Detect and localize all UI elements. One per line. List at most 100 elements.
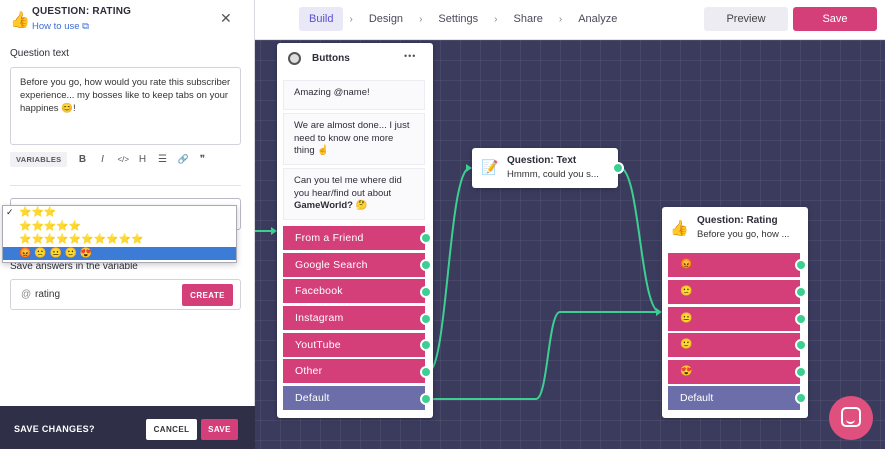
- dropdown-option-10-stars[interactable]: ⭐⭐⭐⭐⭐⭐⭐⭐⭐⭐: [3, 233, 236, 247]
- dropdown-option-5-stars[interactable]: ⭐⭐⭐⭐⭐: [3, 220, 236, 234]
- tab-share[interactable]: Share: [513, 13, 543, 25]
- arrow-rating: [656, 308, 662, 316]
- preview-button[interactable]: Preview: [704, 7, 788, 31]
- port-rating-happy[interactable]: [795, 339, 807, 351]
- rating-option-angry[interactable]: 😡: [668, 253, 800, 277]
- dropdown-option-emoji[interactable]: 😡 🙁 😐 🙂 😍: [3, 246, 236, 260]
- message-1: Amazing @name!: [283, 80, 425, 110]
- option-default[interactable]: Default: [283, 386, 425, 410]
- option-youtube[interactable]: YoutTube: [283, 333, 425, 357]
- connector-text-to-rating: [619, 167, 661, 313]
- tab-analyze[interactable]: Analyze: [578, 13, 618, 25]
- port-other[interactable]: [420, 366, 432, 378]
- nav-separator: ›: [494, 13, 498, 25]
- save-changes-label: SAVE CHANGES?: [14, 424, 95, 434]
- quote-icon[interactable]: ❞: [199, 153, 206, 165]
- option-label: ⭐⭐⭐⭐⭐⭐⭐⭐⭐⭐: [19, 234, 144, 245]
- nav-separator: ›: [419, 13, 423, 25]
- save-button[interactable]: SAVE: [201, 419, 238, 440]
- divider: [10, 185, 241, 186]
- cancel-button[interactable]: CANCEL: [146, 419, 197, 440]
- thumbs-up-icon: 👍: [10, 12, 30, 29]
- message-3-bold: GameWorld?: [294, 200, 353, 211]
- option-instagram[interactable]: Instagram: [283, 306, 425, 330]
- option-label: 😡 🙁 😐 🙂 😍: [19, 247, 93, 259]
- nav-separator: ›: [558, 13, 563, 25]
- buttons-node-title: Buttons: [312, 53, 350, 64]
- option-other[interactable]: Other: [283, 359, 425, 383]
- buttons-node[interactable]: Buttons ••• Amazing @name! We are almost…: [277, 43, 433, 418]
- port-rating-angry[interactable]: [795, 259, 807, 271]
- tab-design[interactable]: Design: [368, 13, 404, 25]
- how-to-use-text: How to use: [32, 21, 80, 32]
- create-variable-button[interactable]: CREATE: [182, 284, 233, 306]
- how-to-use-link[interactable]: How to use ⧉: [32, 21, 89, 32]
- link-icon[interactable]: 🔗: [177, 153, 189, 164]
- port-rating-default[interactable]: [795, 392, 807, 404]
- variable-value: rating: [35, 289, 61, 300]
- text-node-title: Question: Text: [507, 155, 577, 166]
- panel-title: QUESTION: RATING: [32, 6, 132, 17]
- port-google-search[interactable]: [420, 259, 432, 271]
- list-icon[interactable]: ☰: [158, 153, 167, 165]
- question-text-editor[interactable]: Before you go, how would you rate this s…: [10, 67, 241, 145]
- variable-input[interactable]: @ rating CREATE: [10, 279, 241, 310]
- port-instagram[interactable]: [420, 313, 432, 325]
- option-label: ⭐⭐⭐: [19, 207, 57, 218]
- rating-question-node[interactable]: 👍 Question: Rating Before you go, how ..…: [662, 207, 808, 418]
- text-node-subtitle: Hmmm, could you s...: [507, 169, 599, 180]
- rating-type-dropdown: ✓ ⭐⭐⭐ ⭐⭐⭐⭐⭐ ⭐⭐⭐⭐⭐⭐⭐⭐⭐⭐ 😡 🙁 😐 🙂 😍: [2, 205, 237, 263]
- arrow-text: [466, 164, 472, 172]
- port-facebook[interactable]: [420, 286, 432, 298]
- tab-build[interactable]: Build: [299, 7, 344, 31]
- chat-widget-button[interactable]: [829, 396, 873, 440]
- code-button[interactable]: </>: [117, 154, 130, 164]
- port-rating-sad[interactable]: [795, 286, 807, 298]
- rating-node-title: Question: Rating: [697, 215, 778, 226]
- external-link-icon: ⧉: [82, 21, 89, 32]
- option-google-search[interactable]: Google Search: [283, 253, 425, 277]
- port-text-out[interactable]: [612, 162, 624, 174]
- variable-prefix: @: [21, 289, 32, 300]
- arrow-incoming: [271, 227, 277, 235]
- heading-button[interactable]: H: [138, 153, 147, 165]
- rating-option-default[interactable]: Default: [668, 386, 800, 410]
- panel-header: 👍 QUESTION: RATING How to use ⧉ ✕: [0, 0, 255, 40]
- rating-option-happy[interactable]: 🙂: [668, 333, 800, 357]
- port-rating-love[interactable]: [795, 366, 807, 378]
- save-top-button[interactable]: Save: [793, 7, 877, 31]
- port-from-a-friend[interactable]: [420, 232, 432, 244]
- rating-option-love[interactable]: 😍: [668, 360, 800, 384]
- top-bar: Build › Design › Settings › Share › Anal…: [255, 0, 885, 40]
- text-question-node[interactable]: 📝 Question: Text Hmmm, could you s...: [472, 148, 618, 188]
- option-label: ⭐⭐⭐⭐⭐: [19, 220, 82, 232]
- variables-button[interactable]: VARIABLES: [10, 151, 68, 167]
- option-facebook[interactable]: Facebook: [283, 279, 425, 303]
- chat-icon: [841, 407, 861, 427]
- step-nav: Build › Design › Settings › Share › Anal…: [299, 7, 627, 31]
- close-icon[interactable]: ✕: [220, 10, 232, 26]
- nav-separator: ›: [349, 13, 353, 25]
- save-changes-bar: SAVE CHANGES? CANCEL SAVE: [0, 406, 255, 449]
- message-3-text: Can you tel me where did you hear/find o…: [294, 175, 402, 199]
- rating-option-sad[interactable]: 🙁: [668, 280, 800, 304]
- more-icon[interactable]: •••: [404, 51, 417, 61]
- port-youtube[interactable]: [420, 339, 432, 351]
- memo-icon: 📝: [481, 159, 499, 175]
- italic-button[interactable]: I: [101, 153, 104, 165]
- option-from-a-friend[interactable]: From a Friend: [283, 226, 425, 250]
- port-default[interactable]: [420, 393, 432, 405]
- dropdown-option-3-stars[interactable]: ✓ ⭐⭐⭐: [3, 206, 236, 220]
- rating-node-subtitle: Before you go, how ...: [697, 229, 790, 240]
- bold-button[interactable]: B: [78, 153, 87, 165]
- question-text-label: Question text: [10, 48, 69, 59]
- connector-other-to-text: [427, 167, 471, 373]
- message-3-tail: 🤔: [352, 200, 368, 211]
- message-2: We are almost done... I just need to kno…: [283, 113, 425, 165]
- rating-option-neutral[interactable]: 😐: [668, 307, 800, 331]
- check-icon: ✓: [6, 207, 14, 217]
- buttons-node-icon: [288, 52, 301, 65]
- port-rating-neutral[interactable]: [795, 313, 807, 325]
- tab-settings[interactable]: Settings: [438, 13, 479, 25]
